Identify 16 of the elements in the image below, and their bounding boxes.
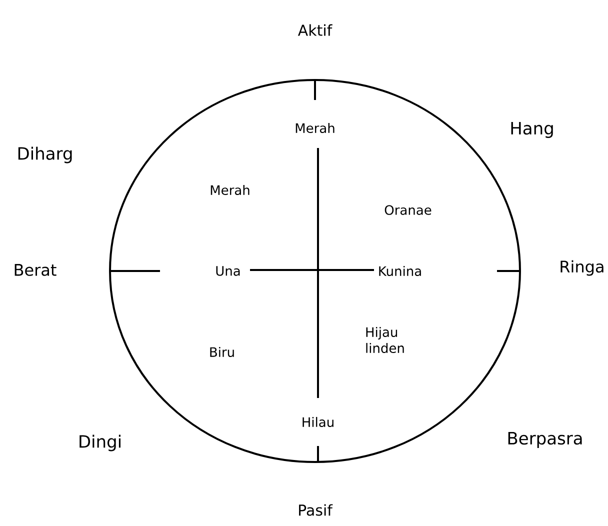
label: Una	[216, 266, 240, 276]
label: Ringa	[560, 260, 604, 276]
label: Kunina	[379, 266, 421, 276]
label: Oranae	[384, 205, 432, 215]
label: Hang	[511, 122, 553, 138]
label: Dingi	[80, 434, 120, 452]
label: Biru	[210, 346, 234, 358]
label: Merah	[210, 184, 250, 196]
label: Merah	[296, 122, 334, 134]
label: Berpasra	[508, 432, 582, 448]
label: Hijau linden	[366, 326, 404, 354]
label: Hilau	[302, 416, 334, 428]
label: Pasif	[299, 504, 333, 516]
label: Aktif	[298, 24, 332, 36]
label: Berat	[14, 264, 56, 276]
label: Diharg	[18, 146, 72, 164]
